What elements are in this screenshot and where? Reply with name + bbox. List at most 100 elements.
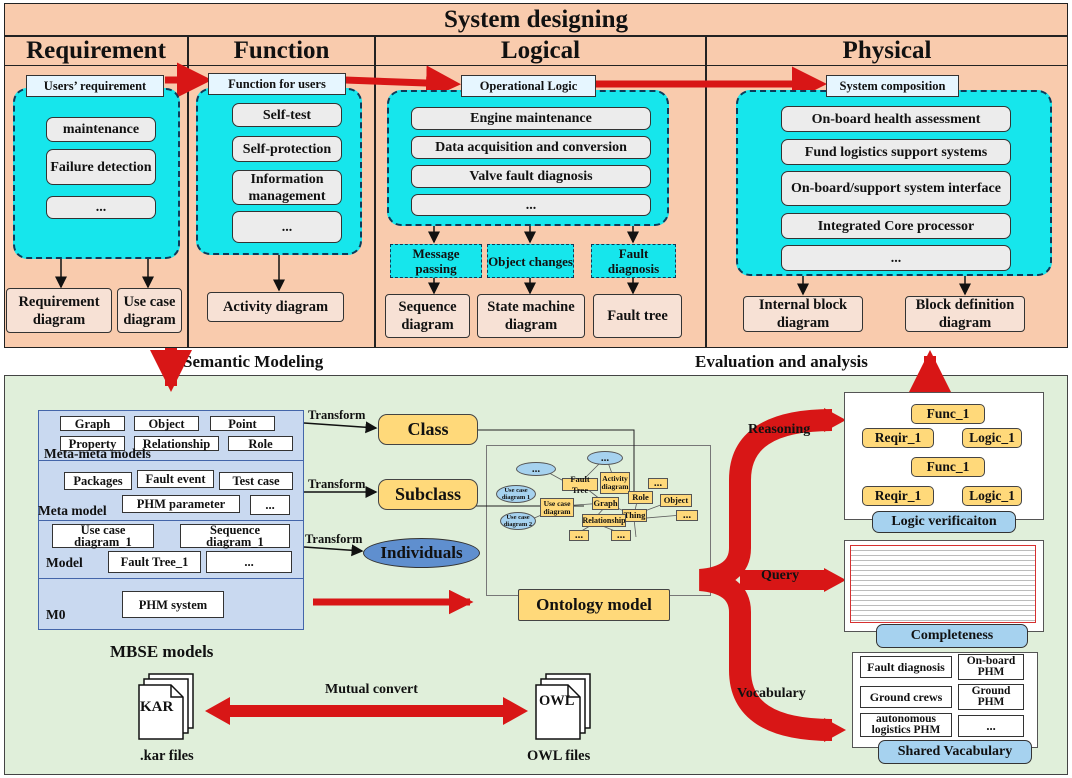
req-item-maintenance: maintenance: [46, 117, 156, 142]
vocab-ground-crews: Ground crews: [860, 686, 952, 708]
kar-icon-text: KAR: [140, 699, 174, 715]
block-definition-diagram: Block definition diagram: [905, 296, 1025, 332]
onto-node-use-case-diagram: Use case diagram: [540, 498, 574, 517]
requirement-diagram: Requirement diagram: [6, 288, 112, 333]
sequence-diagram: Sequence diagram: [385, 294, 470, 338]
logic-reqir-node-bottom: Reqir_1: [862, 486, 934, 506]
mmm-point: Point: [210, 416, 275, 431]
onto-node-dots-top-left: ...: [516, 462, 556, 476]
onto-node-dots-mid: ...: [676, 510, 698, 521]
onto-node-relationship: Relationship: [582, 514, 626, 527]
m0-label: M0: [46, 607, 66, 622]
onto-node-use-case-2: Use case diagram 2: [500, 512, 536, 530]
model-sequence-diagram-1: Sequence diagram_1: [180, 524, 290, 548]
ontology-model-box: Ontology model: [518, 589, 670, 621]
mm-phm-parameter: PHM parameter: [122, 495, 240, 513]
mmm-divider: [38, 460, 304, 461]
mm-fault-event: Fault event: [137, 470, 214, 488]
mm-more: ...: [250, 495, 290, 515]
logic-item-more: ...: [411, 194, 651, 216]
system-title: System designing: [4, 3, 1068, 36]
individuals-ellipse: Individuals: [363, 538, 480, 568]
query-label: Query: [761, 568, 800, 583]
completeness-label: Completeness: [876, 624, 1028, 648]
logic-logic-node-top: Logic_1: [962, 428, 1022, 448]
mmm-object: Object: [134, 416, 199, 431]
logical-header: Logical: [375, 36, 706, 66]
onto-node-dots-right: ...: [648, 478, 668, 489]
kar-files-label: .kar files: [140, 748, 194, 764]
onto-node-dots-bottom-2: ...: [611, 530, 631, 541]
semantic-modeling-label: Semantic Modeling: [183, 352, 324, 371]
onto-node-use-case-1: Use case diagram 1: [496, 485, 536, 503]
evaluation-analysis-label: Evaluation and analysis: [695, 352, 868, 371]
func-item-self-protection: Self-protection: [232, 136, 342, 162]
transform-label-subclass: Transform: [308, 477, 366, 491]
users-requirement-tag: Users’ requirement: [26, 75, 164, 97]
vocabulary-label: Vocabulary: [737, 686, 806, 701]
use-case-diagram: Use case diagram: [117, 288, 182, 333]
kar-file-icon: [138, 673, 194, 740]
fault-diagnosis-tag: Fault diagnosis: [591, 244, 676, 278]
object-changes-tag: Object changes: [487, 244, 574, 278]
vocab-autonomous-logistics: autonomous logistics PHM: [860, 713, 952, 737]
operational-logic-tag: Operational Logic: [461, 75, 596, 97]
state-machine-diagram: State machine diagram: [477, 294, 585, 338]
req-item-failure-detection: Failure detection: [46, 149, 156, 185]
onto-node-graph: Graph: [592, 497, 619, 510]
onto-node-thing: Thing: [622, 509, 647, 522]
transform-label-class: Transform: [308, 408, 366, 422]
mm-test-case: Test case: [219, 472, 293, 490]
owl-files-label: OWL files: [527, 748, 591, 764]
req-item-more: ...: [46, 196, 156, 219]
mmm-property: Property: [60, 436, 125, 451]
fault-tree: Fault tree: [593, 294, 682, 338]
physical-header: Physical: [706, 36, 1068, 66]
owl-icon-text: OWL: [539, 693, 575, 709]
logic-logic-node-bottom: Logic_1: [962, 486, 1022, 506]
class-box: Class: [378, 414, 478, 445]
phys-item-fund-logistics: Fund logistics support systems: [781, 139, 1011, 165]
vocab-ground-phm: Ground PHM: [958, 684, 1024, 710]
phys-item-onboard-interface: On-board/support system interface: [781, 171, 1011, 206]
mutual-convert-label: Mutual convert: [325, 682, 418, 697]
func-item-more: ...: [232, 211, 342, 243]
logic-item-engine-maintenance: Engine maintenance: [411, 107, 651, 130]
model-fault-tree-1: Fault Tree_1: [108, 551, 201, 573]
model-label: Model: [46, 555, 83, 570]
logic-func-node-top: Func_1: [911, 404, 985, 424]
logic-item-data-acquisition: Data acquisition and conversion: [411, 136, 651, 159]
query-results-table: [850, 545, 1036, 623]
vocab-fault-diagnosis: Fault diagnosis: [860, 656, 952, 678]
model-more: ...: [206, 551, 292, 573]
func-item-information-management: Information management: [232, 170, 342, 205]
onto-node-dots-bottom-1: ...: [569, 530, 589, 541]
mm-packages: Packages: [64, 472, 132, 490]
onto-node-fault-tree: Fault Tree: [562, 474, 598, 495]
function-header: Function: [188, 36, 375, 66]
mm-divider: [38, 520, 304, 521]
function-for-users-tag: Function for users: [208, 73, 346, 95]
meta-meta-models-label: Meta-meta models: [44, 446, 151, 461]
message-passing-tag: Message passing: [390, 244, 482, 278]
mmm-role: Role: [228, 436, 293, 451]
onto-node-object: Object: [660, 494, 692, 507]
phys-item-more: ...: [781, 245, 1011, 271]
internal-block-diagram: Internal block diagram: [743, 296, 863, 332]
mmm-graph: Graph: [60, 416, 125, 431]
onto-node-dots-top-right: ...: [587, 451, 623, 465]
system-composition-tag: System composition: [826, 75, 959, 97]
func-item-self-test: Self-test: [232, 103, 342, 127]
activity-diagram: Activity diagram: [207, 292, 344, 322]
mmm-relationship: Relationship: [134, 436, 219, 451]
logic-verification-label: Logic verificaiton: [872, 511, 1016, 533]
phys-item-core-processor: Integrated Core processor: [781, 213, 1011, 239]
shared-vocabulary-label: Shared Vacabulary: [878, 740, 1032, 764]
phys-item-onboard-health: On-board health assessment: [781, 106, 1011, 132]
logic-item-valve-fault-diagnosis: Valve fault diagnosis: [411, 165, 651, 188]
subclass-box: Subclass: [378, 479, 478, 510]
onto-node-role: Role: [628, 491, 653, 504]
meta-model-label: Meta model: [38, 503, 107, 518]
